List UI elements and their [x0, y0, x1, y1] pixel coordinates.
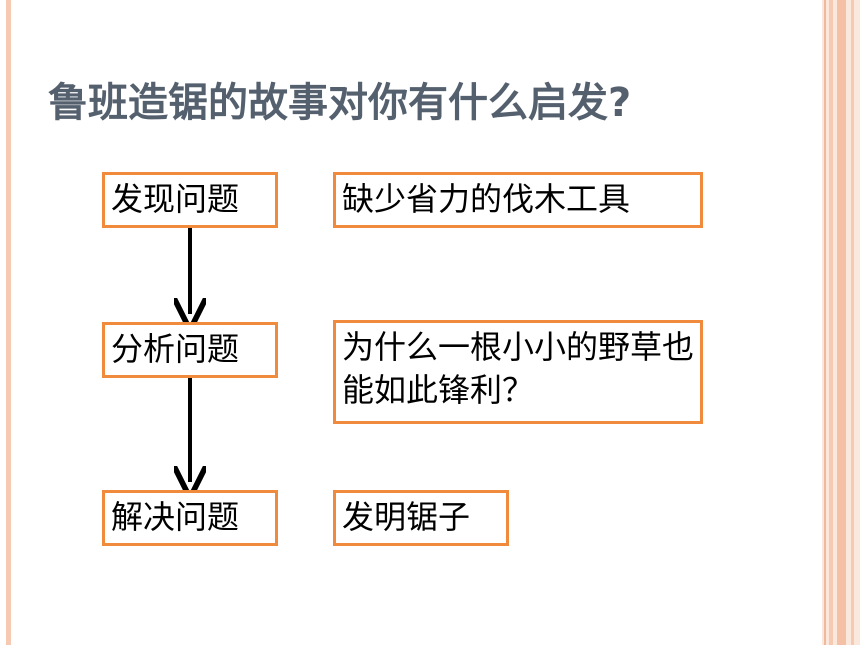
answer-solve-box: 发明锯子	[333, 490, 509, 546]
answer-discover-box: 缺少省力的伐木工具	[333, 172, 703, 228]
right-decorative-stripe	[851, 0, 854, 645]
left-decorative-stripe	[6, 0, 11, 645]
step-solve-problem-box: 解决问题	[102, 490, 278, 546]
right-decorative-stripe	[837, 0, 846, 645]
right-decorative-stripe	[824, 0, 826, 645]
right-decorative-stripe	[829, 0, 833, 645]
answer-analyze-box: 为什么一根小小的野草也能如此锋利？	[333, 320, 703, 424]
page-title: 鲁班造锯的故事对你有什么启发?	[48, 80, 632, 126]
step-analyze-problem-box: 分析问题	[102, 322, 278, 378]
step-discover-problem-box: 发现问题	[102, 172, 278, 228]
